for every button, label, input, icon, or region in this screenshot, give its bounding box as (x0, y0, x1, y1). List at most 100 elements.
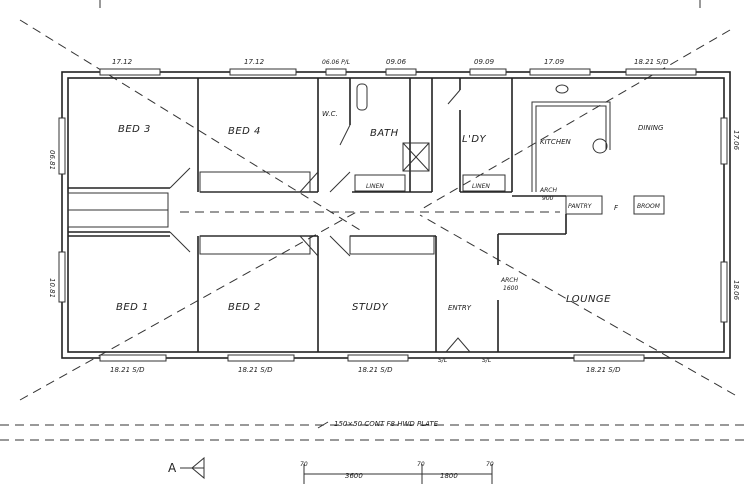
door-swing (447, 89, 461, 105)
arch-label: ARCH (539, 187, 557, 194)
window (529, 68, 591, 76)
plate-leader (317, 421, 329, 429)
diagonal-line (19, 209, 361, 401)
arch-width-label: 1600 (503, 285, 518, 292)
room-label-bed3: BED 3 (118, 124, 151, 135)
interior-walls (67, 78, 665, 352)
window (99, 68, 161, 76)
stove (555, 84, 569, 94)
room-label-entry: ENTRY (448, 304, 472, 312)
door-swings (169, 89, 471, 353)
window-label: 10.81 (48, 278, 56, 298)
robe (199, 235, 311, 255)
linen-label: LINEN (366, 183, 384, 190)
kitchen-bench (531, 101, 611, 192)
linen-cupboard (354, 174, 406, 192)
window (58, 117, 66, 175)
sink (592, 138, 608, 154)
shower-cross (402, 142, 430, 172)
windows-bottom (99, 354, 645, 362)
robe (349, 235, 435, 255)
window-label: 17.06 (732, 130, 740, 151)
room-label-bed4: BED 4 (228, 126, 261, 137)
outer-walls (61, 71, 731, 359)
window (58, 251, 66, 303)
scale-bar: 70 3600 70 1800 70 (300, 461, 494, 484)
room-label-wc: W.C. (322, 110, 338, 118)
section-letter: A (168, 461, 177, 475)
outer-wall-inner (67, 77, 725, 353)
window (573, 354, 645, 362)
room-label-lounge: LOUNGE (566, 294, 611, 305)
door-swing (339, 124, 351, 146)
window (720, 117, 728, 165)
arch-width-label: 900 (542, 195, 554, 202)
window-label: 17.09 (544, 58, 565, 66)
windows-top (99, 68, 697, 76)
room-labels: BED 3 BED 4 W.C. BATH L'DY KITCHEN DININ… (116, 110, 664, 313)
window-label: 06.81 (48, 150, 56, 170)
section-arrow-head (191, 456, 205, 480)
window (229, 68, 297, 76)
room-label-bath: BATH (370, 128, 399, 139)
outer-wall-outer (61, 71, 731, 359)
window-label: 06.06 P/L (322, 59, 350, 66)
broom-cupboard (633, 195, 665, 215)
foundation-note: 150×50 CONT F8 HWD PLATE (334, 420, 439, 428)
window-label: 17.12 (112, 58, 133, 66)
sliding-door-label: S/L (438, 357, 447, 364)
fridge-label: F (614, 204, 619, 212)
windows-side: 06.81 10.81 17.06 18.06 (48, 117, 740, 323)
linen-label: LINEN (472, 183, 490, 190)
door-swing (329, 171, 351, 193)
window-label: 18.21 S/D (586, 366, 621, 374)
window-label: 18.21 S/D (110, 366, 145, 374)
kitchen-bench (535, 105, 607, 192)
door-swing (329, 235, 351, 257)
scale-dimension: 3600 (345, 472, 363, 480)
door-swing (169, 231, 191, 253)
foundation-plate: 150×50 CONT F8 HWD PLATE (0, 420, 750, 441)
robe (199, 171, 311, 193)
room-label-bed2: BED 2 (228, 302, 261, 313)
room-label-laundry: L'DY (462, 134, 487, 145)
window-label: 18.21 S/D (358, 366, 393, 374)
toilet (356, 83, 368, 111)
room-label-study: STUDY (352, 302, 388, 313)
room-label-bed1: BED 1 (116, 302, 149, 313)
diagonal-line (19, 19, 361, 231)
window (385, 68, 417, 76)
window-label: 09.09 (474, 58, 495, 66)
door-swing (299, 171, 319, 193)
window-label: 18.21 S/D (238, 366, 273, 374)
scale-tick-label: 70 (486, 461, 494, 468)
pantry-cupboard (565, 195, 603, 215)
broom-label: BROOM (637, 203, 661, 210)
section-marker: A (168, 456, 205, 480)
construction-lines (19, 0, 736, 401)
window (347, 354, 409, 362)
linen-cupboard (462, 174, 506, 192)
window (227, 354, 295, 362)
scale-tick-label: 70 (417, 461, 425, 468)
door-swing (299, 235, 319, 257)
window (625, 68, 697, 76)
room-label-kitchen: KITCHEN (540, 138, 572, 146)
fixture-labels: LINEN LINEN PANTRY F BROOM ARCH 900 ARCH… (366, 183, 661, 364)
diagonal-line (419, 29, 731, 211)
scale-tick-label: 70 (300, 461, 308, 468)
window-label: 18.06 (732, 280, 740, 301)
door-swing (169, 167, 191, 189)
arch-label: ARCH (500, 277, 518, 284)
window (325, 68, 347, 76)
window-label: 09.06 (386, 58, 407, 66)
shower (402, 142, 430, 172)
window-label: 17.12 (244, 58, 265, 66)
window-labels-bottom: 18.21 S/D 18.21 S/D 18.21 S/D 18.21 S/D (110, 366, 621, 374)
scale-dimension: 1800 (440, 472, 458, 480)
window (469, 68, 507, 76)
door-swing (445, 337, 471, 353)
room-label-dining: DINING (638, 124, 664, 132)
sliding-door-label: S/L (482, 357, 491, 364)
